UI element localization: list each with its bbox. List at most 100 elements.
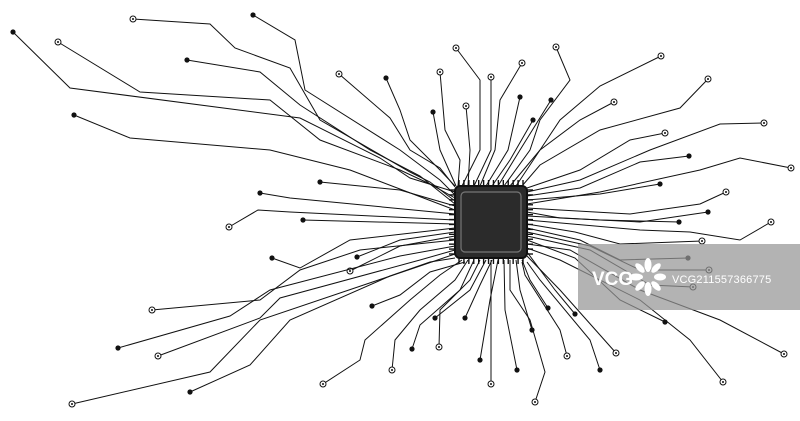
trace-terminal-dot <box>662 319 668 325</box>
circuit-trace <box>259 192 456 215</box>
circuit-trace <box>479 259 499 361</box>
trace-terminal-ring-center <box>521 62 523 64</box>
circuit-traces <box>10 12 795 408</box>
circuit-trace <box>356 231 456 258</box>
circuit-trace <box>479 62 523 187</box>
circuit-trace <box>434 259 487 319</box>
circuit-trace <box>57 41 456 199</box>
circuit-trace <box>271 227 456 269</box>
watermark: VCG VCG211557366775 <box>578 244 800 310</box>
trace-terminal-ring-center <box>722 381 724 383</box>
trace-terminal-ring-center <box>465 105 467 107</box>
circuit-trace <box>526 255 617 354</box>
watermark-image-id: VCG211557366775 <box>672 274 772 286</box>
trace-terminal-ring-center <box>790 167 792 169</box>
trace-terminal-ring-center <box>57 41 59 43</box>
circuit-trace <box>371 261 466 307</box>
circuit-trace <box>228 209 456 228</box>
circuit-trace <box>503 259 518 371</box>
circuit-trace <box>526 155 690 197</box>
trace-terminal-dot <box>269 255 275 261</box>
trace-terminal-dot <box>430 109 436 115</box>
circuit-trace <box>439 71 461 187</box>
microchip <box>449 180 533 264</box>
trace-terminal-ring-center <box>566 355 568 357</box>
trace-terminal-dot <box>530 117 536 123</box>
circuit-trace <box>521 261 568 357</box>
circuit-trace <box>526 219 772 241</box>
trace-terminal-dot <box>572 311 578 317</box>
circuit-trace <box>464 259 493 319</box>
trace-terminal-dot <box>250 12 256 18</box>
trace-terminal-ring-center <box>615 352 617 354</box>
circuit-trace <box>473 77 492 187</box>
trace-terminal-ring-center <box>660 55 662 57</box>
trace-terminal-ring-center <box>783 353 785 355</box>
trace-terminal-dot <box>514 367 520 373</box>
trace-terminal-dot <box>409 346 415 352</box>
circuit-trace <box>132 18 456 202</box>
circuit-trace <box>485 96 521 187</box>
circuit-trace <box>319 181 456 207</box>
circuit-trace <box>526 251 576 315</box>
circuit-trace <box>526 215 680 223</box>
circuit-trace <box>189 257 456 393</box>
circuit-trace <box>526 183 661 201</box>
circuit-trace <box>526 122 765 193</box>
trace-terminal-dot <box>529 327 535 333</box>
circuit-trace <box>497 99 552 187</box>
vcg-logo-icon: VCG <box>592 258 666 296</box>
circuit-trace <box>12 31 456 193</box>
circuit-trace <box>391 259 469 371</box>
circuit-trace <box>515 55 662 187</box>
trace-terminal-ring-center <box>555 46 557 48</box>
circuit-trace <box>438 259 481 348</box>
trace-terminal-dot <box>477 357 483 363</box>
trace-terminal-dot <box>184 57 190 63</box>
trace-terminal-ring-center <box>439 71 441 73</box>
circuit-trace <box>526 191 727 215</box>
circuit-trace <box>117 245 456 349</box>
trace-terminal-dot <box>10 29 16 35</box>
trace-terminal-dot <box>676 219 682 225</box>
trace-terminal-ring-center <box>763 122 765 124</box>
trace-terminal-ring-center <box>613 101 615 103</box>
circuit-trace <box>338 73 456 188</box>
trace-terminal-dot <box>686 153 692 159</box>
trace-terminal-dot <box>115 345 121 351</box>
circuit-trace <box>151 239 456 311</box>
trace-terminal-ring-center <box>725 191 727 193</box>
trace-terminal-dot <box>187 389 193 395</box>
circuit-trace <box>411 259 475 350</box>
circuit-trace <box>503 46 571 187</box>
trace-terminal-dot <box>657 181 663 187</box>
watermark-logo-text: VCG <box>592 269 633 290</box>
circuit-trace <box>515 259 533 331</box>
circuit-trace <box>186 59 456 205</box>
trace-terminal-ring-center <box>490 383 492 385</box>
trace-terminal-dot <box>369 303 375 309</box>
trace-terminal-dot <box>705 209 711 215</box>
trace-terminal-dot <box>383 75 389 81</box>
trace-terminal-ring-center <box>228 226 230 228</box>
trace-terminal-ring-center <box>322 383 324 385</box>
trace-terminal-ring-center <box>132 18 134 20</box>
circuit-trace <box>157 249 456 357</box>
trace-terminal-ring-center <box>770 221 772 223</box>
trace-terminal-ring-center <box>391 369 393 371</box>
trace-terminal-ring-center <box>490 76 492 78</box>
circuit-trace <box>509 260 546 403</box>
trace-terminal-ring-center <box>534 401 536 403</box>
circuit-trace <box>526 261 601 371</box>
trace-terminal-dot <box>300 217 306 223</box>
trace-terminal-ring-center <box>455 47 457 49</box>
trace-terminal-ring-center <box>701 240 703 242</box>
trace-terminal-ring-center <box>151 309 153 311</box>
circuit-trace <box>526 211 709 223</box>
circuit-trace <box>385 77 456 187</box>
trace-terminal-ring-center <box>157 355 159 357</box>
trace-terminal-dot <box>548 97 554 103</box>
trace-terminal-ring-center <box>338 73 340 75</box>
trace-terminal-dot <box>317 179 323 185</box>
